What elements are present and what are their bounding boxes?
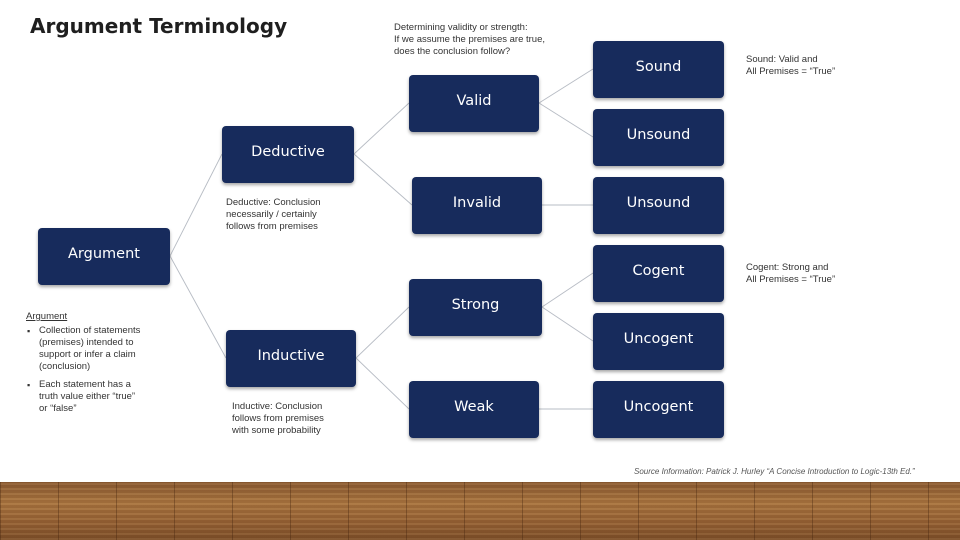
determining-note-line: If we assume the premises are true,	[394, 34, 546, 45]
deductive-note-line: necessarily / certainly	[226, 209, 317, 220]
uncogent-box: Uncogent	[593, 313, 724, 370]
argument-note-line: Collection of statements	[39, 325, 141, 336]
connector-strong-uncogent	[541, 306, 594, 342]
unsound-box-label: Unsound	[626, 126, 691, 143]
inductive-box: Inductive	[226, 330, 356, 387]
invalid-box-label: Invalid	[452, 194, 502, 211]
argument-note-line: (conclusion)	[39, 361, 91, 372]
cogent-box: Cogent	[593, 245, 724, 302]
cogent-note-line: All Premises = “True”	[746, 274, 836, 285]
inductive-box-label: Inductive	[257, 347, 325, 364]
connector-inductive-strong	[355, 306, 410, 359]
argument-note-line: or “false”	[39, 403, 77, 414]
connector-valid-unsound	[538, 102, 594, 138]
weak-box: Weak	[409, 381, 539, 438]
invalid-box: Invalid	[412, 177, 542, 234]
connector-valid-sound	[538, 68, 594, 104]
weak-box-label: Weak	[454, 398, 494, 415]
connector-deductive-invalid	[353, 153, 413, 206]
connector-argument-inductive	[169, 255, 227, 359]
argument-note: Argument Collection of statements (premi…	[26, 311, 166, 421]
determining-note-line: does the conclusion follow?	[394, 46, 511, 57]
sound-note: Sound: Valid and All Premises = “True”	[746, 54, 886, 78]
strong-box: Strong	[409, 279, 542, 336]
argument-note-line: Each statement has a	[39, 379, 131, 390]
cogent-note-line: Cogent: Strong and	[746, 262, 829, 273]
cogent-note: Cogent: Strong and All Premises = “True”	[746, 262, 886, 286]
connector-inductive-weak	[355, 357, 410, 410]
argument-note-bullet: Collection of statements (premises) inte…	[27, 325, 166, 373]
valid-box-label: Valid	[456, 92, 492, 109]
source-citation: Source Information: Patrick J. Hurley “A…	[634, 467, 915, 476]
sound-box: Sound	[593, 41, 724, 98]
determining-note: Determining validity or strength: If we …	[394, 22, 584, 58]
argument-note-line: (premises) intended to	[39, 337, 134, 348]
argument-box-label: Argument	[68, 245, 140, 262]
connector-strong-cogent	[541, 272, 594, 308]
connector-argument-deductive	[169, 153, 223, 257]
uncogent-box-label: Uncogent	[623, 398, 694, 415]
inductive-note: Inductive: Conclusion follows from premi…	[232, 401, 372, 435]
deductive-note: Deductive: Conclusion necessarily / cert…	[226, 197, 366, 233]
argument-box: Argument	[38, 228, 170, 285]
argument-note-list: Collection of statements (premises) inte…	[26, 325, 166, 415]
unsound-box: Unsound	[593, 177, 724, 234]
argument-note-line: support or infer a claim	[39, 349, 136, 360]
uncogent-box: Uncogent	[593, 381, 724, 438]
inductive-note-line: follows from premises	[232, 413, 324, 424]
deductive-note-line: follows from premises	[226, 221, 318, 232]
unsound-box-label: Unsound	[626, 194, 691, 211]
sound-note-line: Sound: Valid and	[746, 54, 818, 65]
deductive-box-label: Deductive	[251, 143, 325, 160]
sound-note-line: All Premises = “True”	[746, 66, 836, 77]
wood-floor-background	[0, 482, 960, 540]
deductive-box: Deductive	[222, 126, 354, 183]
determining-note-line: Determining validity or strength:	[394, 22, 528, 33]
deductive-note-line: Deductive: Conclusion	[226, 197, 321, 208]
argument-note-line: truth value either “true”	[39, 391, 136, 402]
page-title: Argument Terminology	[30, 14, 288, 38]
sound-box-label: Sound	[635, 58, 682, 75]
strong-box-label: Strong	[451, 296, 500, 313]
inductive-note-line: Inductive: Conclusion	[232, 401, 323, 412]
unsound-box: Unsound	[593, 109, 724, 166]
cogent-box-label: Cogent	[632, 262, 685, 279]
argument-note-heading: Argument	[26, 311, 68, 322]
inductive-note-line: with some probability	[232, 425, 321, 435]
uncogent-box-label: Uncogent	[623, 330, 694, 347]
valid-box: Valid	[409, 75, 539, 132]
argument-note-bullet: Each statement has a truth value either …	[27, 379, 166, 415]
connector-deductive-valid	[353, 102, 410, 155]
